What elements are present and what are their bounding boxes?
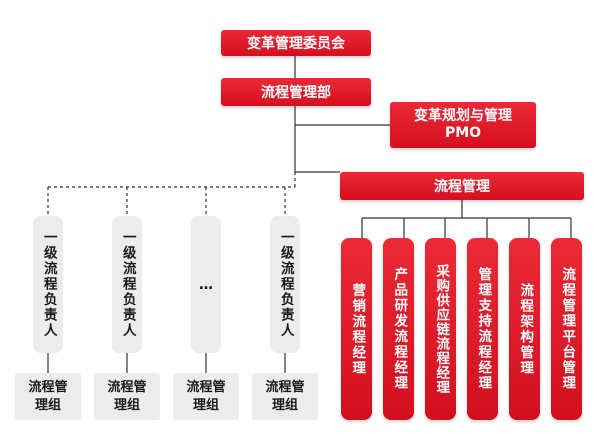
manager-label-3: 采购供应链流程经理 (433, 263, 450, 395)
group-box-2: 流程管理组 (94, 373, 160, 420)
group-label-1: 流程管理组 (28, 379, 68, 413)
committee-box: 变革管理委员会 (221, 30, 371, 56)
owner-label-1: 一级流程负责人 (40, 230, 57, 339)
group-label-3: 流程管理组 (186, 379, 226, 413)
manager-pill-marketing: 营销流程经理 (341, 238, 372, 420)
owner-label-2: 一级流程负责人 (119, 230, 136, 339)
owner-pill-4: 一级流程负责人 (270, 216, 300, 353)
pmo-label-line2: PMO (444, 125, 482, 141)
committee-label: 变革管理委员会 (247, 36, 345, 52)
process-management-label: 流程管理 (434, 179, 490, 195)
department-box: 流程管理部 (221, 78, 371, 106)
manager-label-2: 产品研发流程经理 (391, 267, 408, 391)
group-box-1: 流程管理组 (15, 373, 81, 420)
group-label-4: 流程管理组 (265, 379, 305, 413)
manager-pill-architecture: 流程架构管理 (509, 238, 540, 420)
manager-label-6: 流程管理平台管理 (559, 267, 576, 391)
manager-label-5: 流程架构管理 (517, 282, 534, 376)
group-label-2: 流程管理组 (107, 379, 147, 413)
manager-label-4: 管理支持流程经理 (475, 267, 492, 391)
process-management-box: 流程管理 (340, 172, 584, 200)
owner-pill-ellipsis: … (191, 216, 221, 353)
department-label: 流程管理部 (261, 85, 331, 101)
pmo-box: 变革规划与管理 PMO (390, 102, 536, 148)
manager-label-1: 营销流程经理 (349, 282, 366, 376)
manager-pill-rnd: 产品研发流程经理 (383, 238, 414, 420)
owner-pill-1: 一级流程负责人 (33, 216, 63, 353)
group-box-3: 流程管理组 (173, 373, 239, 420)
manager-pill-supply-chain: 采购供应链流程经理 (425, 238, 456, 420)
owner-pill-2: 一级流程负责人 (112, 216, 142, 353)
manager-pill-platform: 流程管理平台管理 (551, 238, 582, 420)
owner-label-4: 一级流程负责人 (277, 230, 294, 339)
pmo-label-line1: 变革规划与管理 (414, 107, 512, 124)
manager-pill-support: 管理支持流程经理 (467, 238, 498, 420)
owner-label-3: … (199, 276, 213, 293)
group-box-4: 流程管理组 (252, 373, 318, 420)
